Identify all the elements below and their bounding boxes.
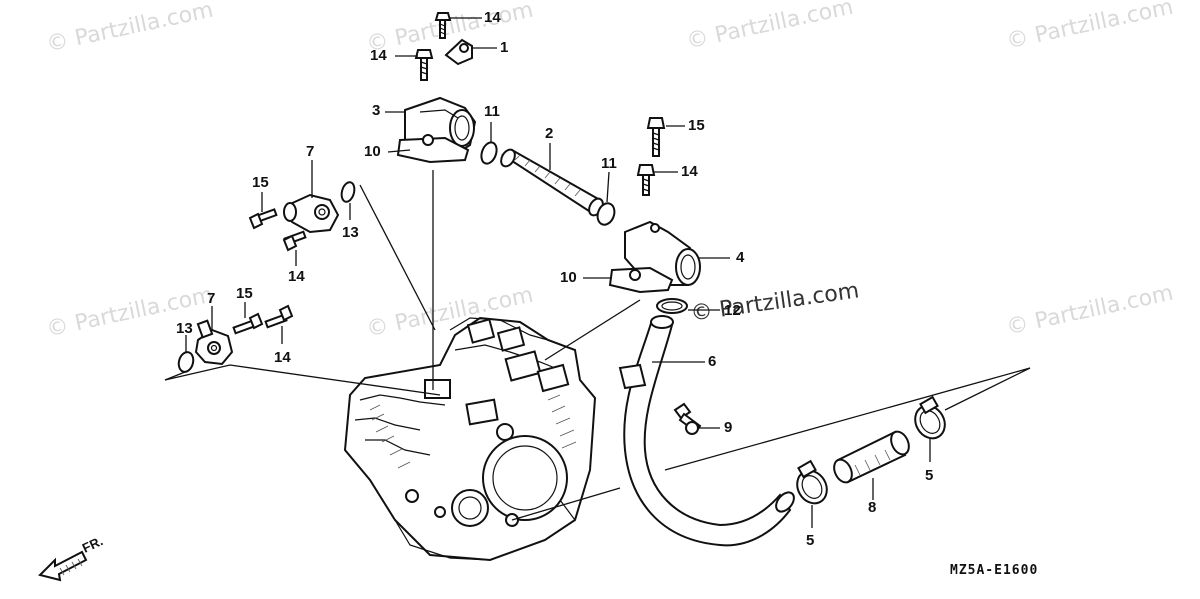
leader-lines (185, 17, 931, 528)
bolt-9 (673, 402, 702, 435)
callout-14: 14 (288, 268, 305, 285)
callout-1: 1 (500, 39, 509, 56)
callout-15: 15 (252, 174, 269, 191)
assembly-lines (164, 170, 1031, 521)
callout-12: 12 (724, 302, 741, 319)
callout-15: 15 (688, 117, 705, 134)
part-1-clamp (444, 38, 473, 66)
diagram-code: MZ5A-E1600 (950, 563, 1039, 578)
part-7-upper (283, 193, 340, 234)
bolt-14-top (434, 12, 452, 39)
callout-9: 9 (724, 419, 733, 436)
callout-14: 14 (274, 349, 291, 366)
callout-6: 6 (708, 353, 717, 370)
callout-7: 7 (207, 290, 216, 307)
callout-3: 3 (372, 102, 381, 119)
clamp-5-left (796, 459, 828, 505)
callout-10: 10 (560, 269, 577, 286)
oring-12 (656, 298, 688, 314)
bolt-14-upper (282, 230, 307, 252)
callout-5: 5 (806, 532, 815, 549)
oring-11-right (596, 202, 616, 226)
callout-14: 14 (370, 47, 387, 64)
front-arrow (38, 550, 88, 582)
callout-11: 11 (484, 103, 500, 120)
callout-10: 10 (364, 143, 381, 160)
part-8-hose (833, 430, 910, 484)
callout-14: 14 (681, 163, 698, 180)
part-2-pipe (500, 148, 604, 217)
bolt-15-upper (248, 208, 278, 230)
callout-14: 14 (484, 9, 501, 26)
part-3-outlet (396, 96, 477, 164)
callout-13: 13 (342, 224, 359, 241)
engine-block (343, 316, 597, 562)
callout-15: 15 (236, 285, 253, 302)
bolt-14-right (636, 164, 656, 196)
clamp-5-right (914, 395, 946, 440)
bolt-15-lower (232, 312, 264, 335)
callout-13: 13 (176, 320, 193, 337)
callout-2: 2 (545, 125, 554, 142)
callout-4: 4 (736, 249, 745, 266)
oring-13-lower (177, 351, 195, 373)
part-6-hose (618, 315, 795, 547)
part-7-lower (194, 319, 234, 366)
oring-11-left (480, 141, 498, 165)
oring-13-upper (340, 181, 356, 203)
callout-5: 5 (925, 467, 934, 484)
callout-8: 8 (868, 499, 877, 516)
bolt-14-lower (264, 304, 294, 329)
bolt-14-left (414, 49, 434, 81)
callout-7: 7 (306, 143, 315, 160)
part-4-joint (608, 220, 701, 294)
callout-11: 11 (601, 155, 617, 172)
bolt-15-right (646, 117, 666, 157)
